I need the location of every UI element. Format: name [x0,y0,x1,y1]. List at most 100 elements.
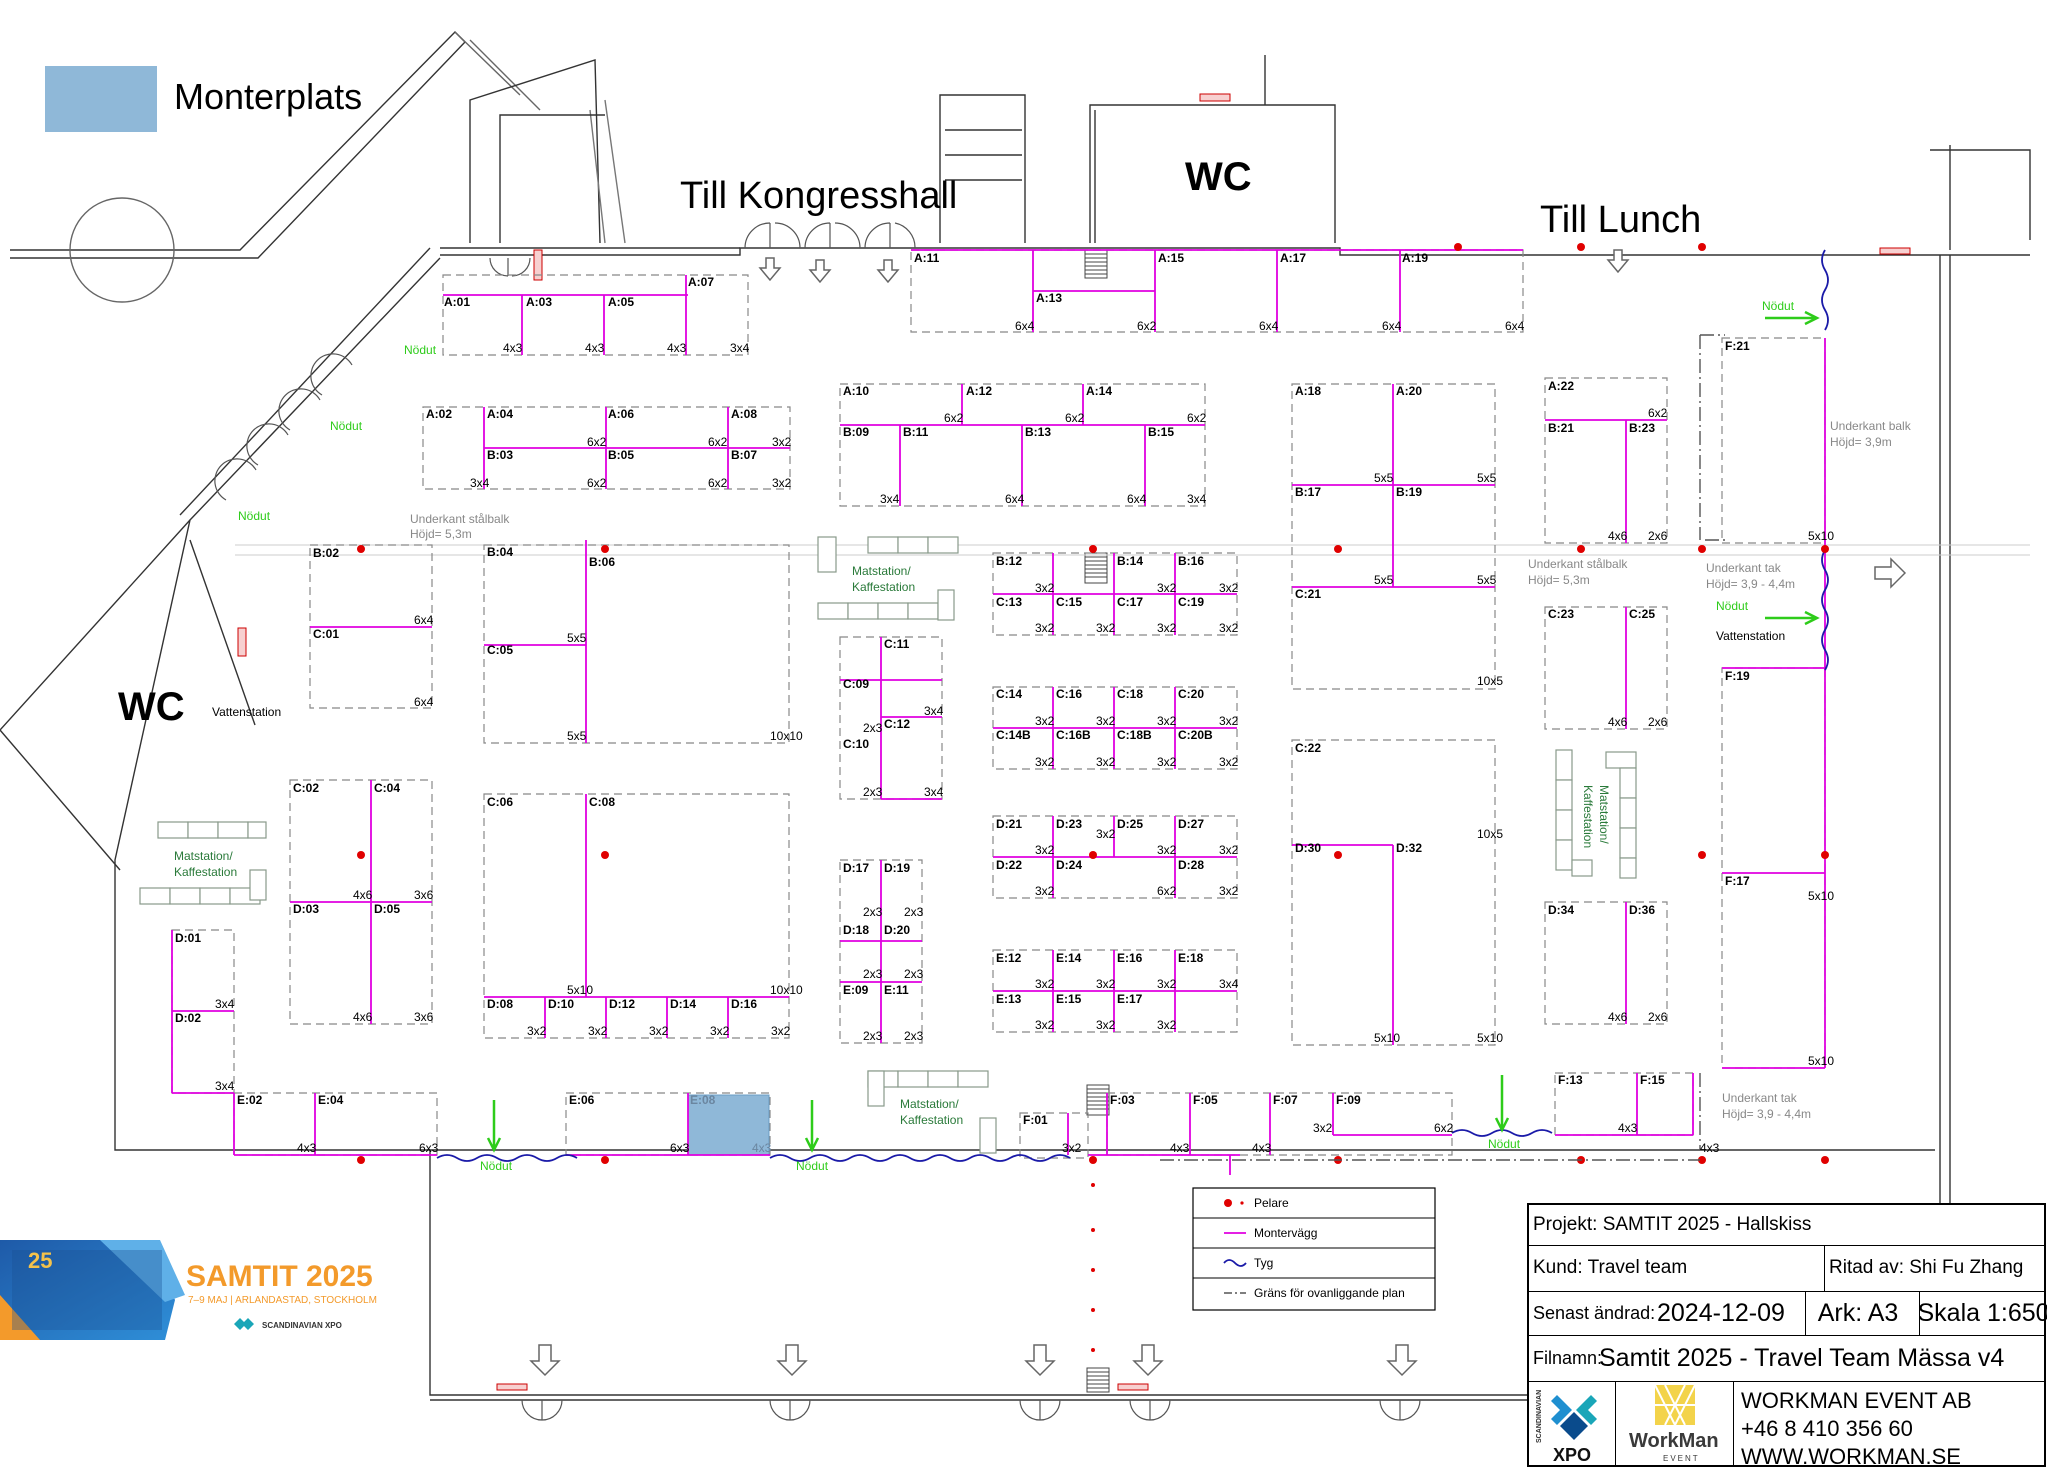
company-web[interactable]: WWW.WORKMAN.SE [1741,1444,1961,1469]
company-phone[interactable]: +46 8 410 356 60 [1741,1416,1913,1441]
booth-e08-highlight[interactable] [687,1094,770,1156]
